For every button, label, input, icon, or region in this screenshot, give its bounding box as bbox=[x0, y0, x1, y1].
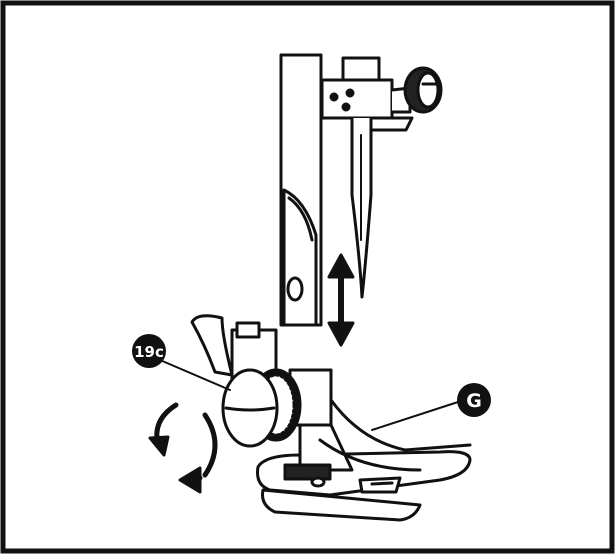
needle-clamp bbox=[320, 56, 443, 132]
needle-bar bbox=[279, 53, 323, 327]
rotate-arrow-head-top bbox=[148, 435, 170, 457]
tension-screw bbox=[221, 368, 302, 448]
leader-19c bbox=[159, 359, 231, 391]
callout-19c-text: 19c bbox=[134, 343, 164, 361]
presser-foot bbox=[256, 398, 472, 522]
callout-g-text: G bbox=[466, 390, 482, 412]
callout-g: G bbox=[457, 383, 491, 417]
rotate-arrow-head-bottom bbox=[178, 466, 202, 494]
needle bbox=[350, 116, 373, 299]
leader-g bbox=[371, 401, 459, 431]
callout-19c: 19c bbox=[132, 334, 166, 368]
up-down-arrow-icon bbox=[327, 253, 355, 347]
